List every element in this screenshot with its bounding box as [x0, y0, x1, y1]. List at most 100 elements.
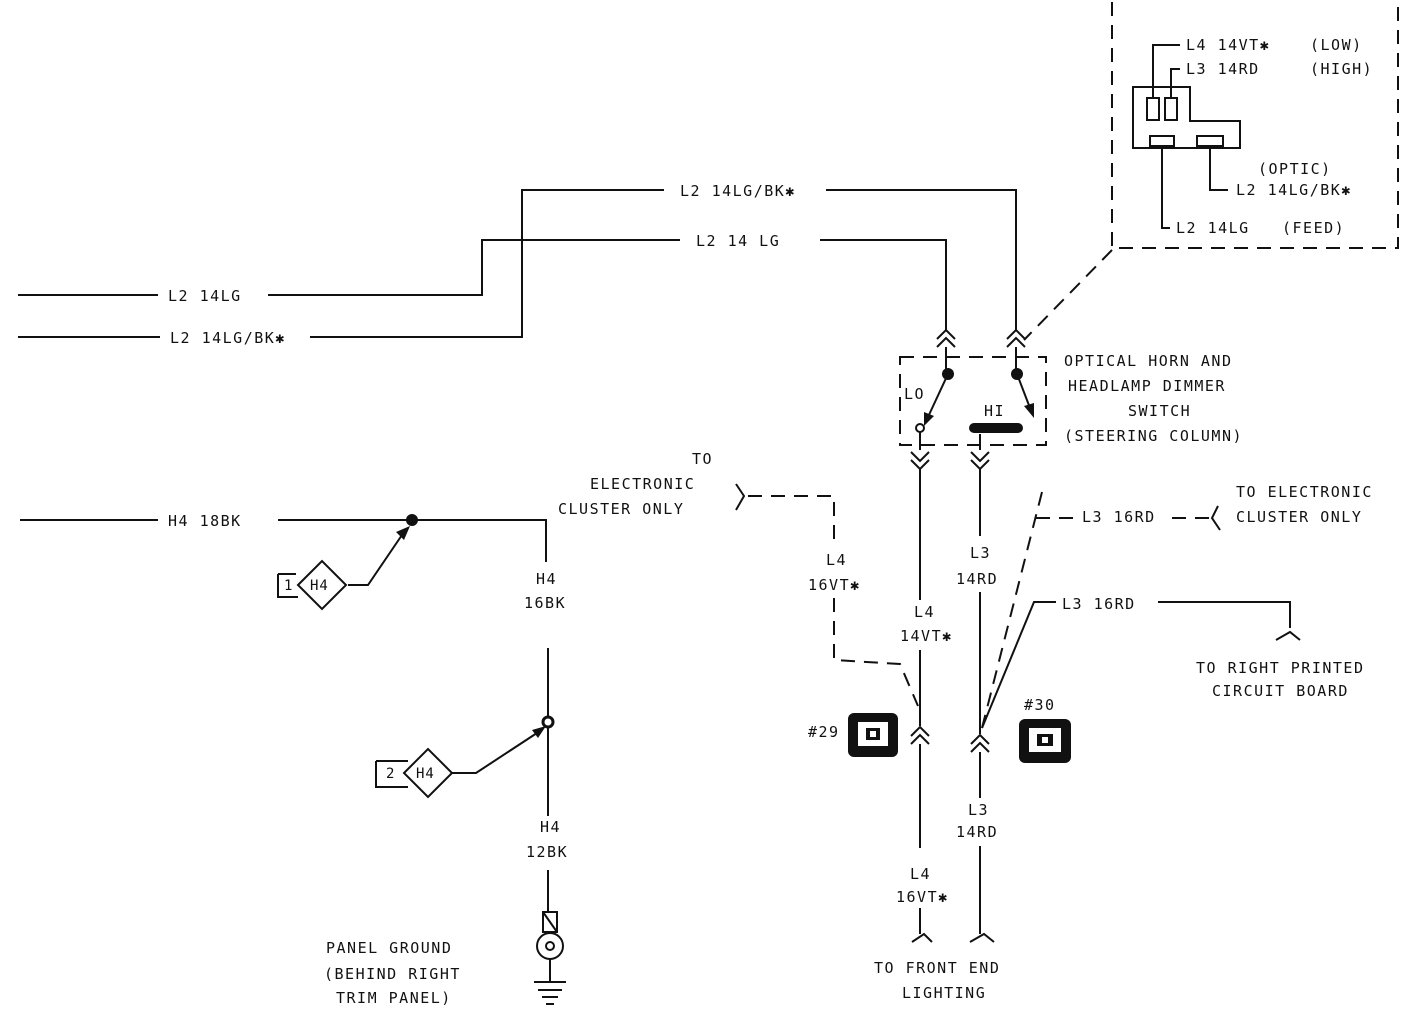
- switch-box: [899, 356, 1047, 446]
- switch-outputs: L4 14VT✱ L3 14RD: [900, 432, 998, 734]
- wire-label-l3-16rd-upper: L3 16RD: [1082, 508, 1156, 526]
- splice-1-marker: [277, 559, 348, 611]
- cluster-left-break: [735, 483, 746, 511]
- wire-l3-16rd-pcb-b: [1158, 601, 1291, 628]
- connector-inset: L4 14VT✱ (LOW) L3 14RD (HIGH) (OPTIC) L2…: [1023, 2, 1399, 341]
- cluster-right-break: [1210, 505, 1221, 531]
- connector-29-icon: [848, 713, 898, 757]
- connector-30-label: #30: [1024, 696, 1056, 714]
- switch-blade-hi: [1016, 373, 1031, 409]
- wire-label-top-l2: L2 14 LG: [696, 232, 780, 250]
- front-break-l3: [969, 932, 995, 943]
- wire-label-top-l2bk: L2 14LG/BK✱: [680, 182, 796, 200]
- wire-label-l3-14rd-low-a: L3: [968, 801, 989, 819]
- cluster-left-note-2: ELECTRONIC: [590, 475, 695, 493]
- wire-label-l3-14rd-b: 14RD: [956, 570, 998, 588]
- splice-2-link: [452, 730, 541, 774]
- inset-wire-low: [1152, 44, 1180, 98]
- wire-l2-right: [820, 239, 947, 330]
- splice-dot-2: [541, 715, 555, 729]
- inset-connector-body: [1132, 86, 1241, 149]
- inset-terminal-high: [1164, 97, 1178, 121]
- wire-label-l4-14vt-a: L4: [914, 603, 935, 621]
- inset-optic-note: (OPTIC): [1258, 160, 1332, 178]
- switch-blade-lo: [927, 373, 949, 418]
- inset-wire-feed: [1161, 146, 1170, 229]
- switch-title-line2: HEADLAMP DIMMER: [1068, 377, 1226, 395]
- inset-terminal-feed: [1149, 135, 1175, 147]
- cluster-left-note-3: CLUSTER ONLY: [558, 500, 684, 518]
- wire-label-h4-12bk-a: H4: [540, 818, 561, 836]
- optional-wires: L4 16VT✱ TO ELECTRONIC CLUSTER ONLY L3 1…: [558, 450, 1373, 729]
- wire-label-h4-12bk-b: 12BK: [526, 843, 568, 861]
- switch-contact-lo: [915, 423, 925, 433]
- front-note-1: TO FRONT END: [874, 959, 1000, 977]
- wire-l3-16rd-pcb: [981, 601, 1056, 729]
- splice-dot-1: [406, 514, 418, 526]
- connector-29-label: #29: [808, 723, 840, 741]
- wire-label-l3-14rd-low-b: 14RD: [956, 823, 998, 841]
- inset-pin-l2-note: (FEED): [1282, 219, 1345, 237]
- wire-l4-16vt-cluster: [748, 495, 835, 548]
- wire-label-left-l2: L2 14LG: [168, 287, 242, 305]
- dimmer-switch: LO HI OPTICAL HORN AND HEADLAMP DIMMER S…: [899, 352, 1243, 446]
- cluster-left-note-1: TO: [692, 450, 713, 468]
- wire-h4-18bk-right: [278, 519, 547, 562]
- splice-2-marker: [375, 747, 454, 799]
- connector-chevron-hi-out: [970, 451, 990, 471]
- splice-1-number: 1: [284, 578, 293, 594]
- inset-pin-l4-note: (LOW): [1310, 36, 1363, 54]
- wire-l3-16rd-cluster: [981, 491, 1043, 729]
- wire-label-h4-16bk-b: 16BK: [524, 594, 566, 612]
- ground-circuit: H4 18BK 1 H4 H4 16BK 2 H4 H4 12BK: [20, 512, 568, 1007]
- wire-label-h4-18bk: H4 18BK: [168, 512, 242, 530]
- splice-1-link: [348, 531, 405, 586]
- inset-pin-l2-label: L2 14LG: [1176, 219, 1250, 237]
- switch-title-line3: SWITCH: [1128, 402, 1191, 420]
- front-break-l4: [911, 932, 933, 943]
- wire-l2bk-left-b: [310, 189, 664, 338]
- inset-border: [1111, 2, 1399, 249]
- connector-chevron-30: [970, 733, 990, 753]
- wire-label-l4-16vt-a: L4: [826, 551, 847, 569]
- wire-label-left-l2bk: L2 14LG/BK✱: [170, 329, 286, 347]
- connector-30-icon: [1019, 719, 1071, 763]
- ground-note-3: TRIM PANEL): [336, 989, 452, 1007]
- ground-note-1: PANEL GROUND: [326, 939, 452, 957]
- switch-arrow-hi: [1024, 403, 1034, 418]
- splice-1-code: H4: [310, 578, 329, 594]
- inset-terminal-low: [1146, 97, 1160, 121]
- wire-label-l4-16vt-low-b: 16VT✱: [896, 888, 949, 906]
- inset-leader-line: [1023, 249, 1113, 341]
- wire-label-l4-16vt-low-a: L4: [910, 865, 931, 883]
- connector-chevron-l2: [936, 328, 956, 348]
- inset-terminal-optic: [1196, 135, 1224, 147]
- splice-2-arrow: [532, 726, 546, 738]
- lower-connectors: #29 #30 L3 14RD L4 16VT✱ TO FRONT END LI…: [808, 696, 1071, 1002]
- ground-icon: [534, 911, 566, 1005]
- switch-lo-label: LO: [904, 385, 925, 403]
- switch-arrow-lo: [924, 412, 934, 426]
- pcb-note-2: CIRCUIT BOARD: [1212, 682, 1349, 700]
- wire-label-l4-16vt-b: 16VT✱: [808, 576, 861, 594]
- wire-l2-left-b: [268, 239, 680, 296]
- wire-label-h4-16bk-a: H4: [536, 570, 557, 588]
- pcb-note-1: TO RIGHT PRINTED: [1196, 659, 1365, 677]
- connector-chevron-lo-out: [910, 451, 930, 471]
- ground-note-2: (BEHIND RIGHT: [324, 965, 461, 983]
- wire-label-l3-14rd-a: L3: [970, 544, 991, 562]
- splice-2-number: 2: [386, 766, 395, 782]
- switch-title-line4: (STEERING COLUMN): [1064, 427, 1243, 445]
- connector-chevron-l2bk: [1006, 328, 1026, 348]
- wire-label-l3-16rd-lower: L3 16RD: [1062, 595, 1136, 613]
- wire-l2bk-right: [826, 189, 1017, 330]
- wire-l4-16vt-cluster-b: [833, 598, 919, 707]
- cluster-right-note-2: CLUSTER ONLY: [1236, 508, 1362, 526]
- pcb-break: [1275, 630, 1301, 641]
- cluster-right-note-1: TO ELECTRONIC: [1236, 483, 1373, 501]
- connector-chevron-29: [910, 725, 930, 745]
- wire-label-l4-14vt-b: 14VT✱: [900, 627, 953, 645]
- front-note-2: LIGHTING: [902, 984, 986, 1002]
- splice-1-arrow: [396, 526, 410, 540]
